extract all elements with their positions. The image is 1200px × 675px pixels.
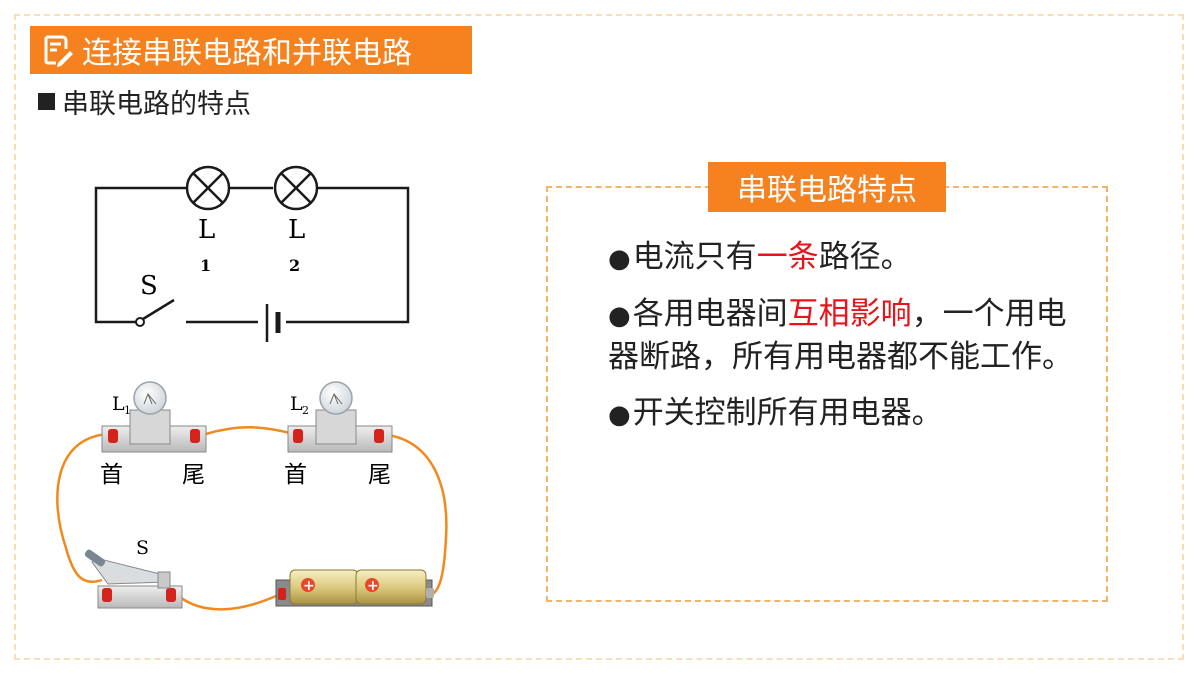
real-lamp1-sub: 1 bbox=[124, 404, 131, 417]
battery-plus-1: + bbox=[303, 578, 315, 594]
features-label: 串联电路特点 bbox=[708, 162, 946, 212]
title-bar: 连接串联电路和并联电路 bbox=[30, 26, 472, 74]
square-bullet-icon bbox=[38, 93, 55, 110]
schem-lamp2-label: L bbox=[288, 215, 305, 245]
note-edit-icon bbox=[38, 31, 76, 69]
bullet-dot: ● bbox=[608, 400, 631, 431]
real-lamp2-sub: 2 bbox=[302, 404, 309, 417]
lamp2-head-label: 首 bbox=[284, 462, 307, 488]
bullet-dot: ● bbox=[608, 300, 631, 331]
physical-circuit-illustration: L 1 L 2 首 尾 首 尾 S + + bbox=[56, 381, 448, 611]
wire-lamp1-lamp2 bbox=[205, 426, 295, 436]
schem-lamp2-sub: 2 bbox=[289, 256, 300, 275]
section-subtitle-text: 串联电路的特点 bbox=[62, 89, 251, 120]
lamp2-tail-label: 尾 bbox=[368, 462, 391, 488]
switch-pivot bbox=[135, 317, 145, 327]
feature-point-2: ●各用电器间互相影响，一个用电器断路，所有用电器都不能工作。 bbox=[608, 295, 1073, 375]
features-list: ●电流只有一条路径。 ●各用电器间互相影响，一个用电器断路，所有用电器都不能工作… bbox=[608, 236, 1078, 449]
highlight-mutual-effect: 互相影响 bbox=[787, 295, 912, 332]
slide-frame bbox=[14, 14, 1184, 660]
feature-point-1: ●电流只有一条路径。 bbox=[608, 239, 912, 275]
switch-knife-blade bbox=[91, 557, 169, 585]
battery-cell-1 bbox=[289, 569, 359, 605]
battery-plus-2: + bbox=[367, 578, 379, 594]
lamp1-tail-label: 尾 bbox=[182, 462, 205, 488]
series-circuit-schematic: L 1 L 2 S bbox=[94, 165, 410, 342]
real-lamp2-label: L bbox=[290, 393, 303, 415]
schem-switch-label: S bbox=[140, 271, 158, 301]
real-switch-label: S bbox=[136, 537, 149, 559]
highlight-one-path: 一条 bbox=[756, 239, 819, 275]
wire-left-loop bbox=[56, 432, 109, 583]
wire-right-loop bbox=[379, 432, 448, 598]
feature-point-3: ●开关控制所有用电器。 bbox=[608, 395, 943, 432]
wire-switch-battery bbox=[175, 593, 277, 611]
schem-lamp1-label: L bbox=[198, 215, 215, 245]
page-title: 连接串联电路和并联电路 bbox=[82, 36, 412, 71]
switch-base bbox=[97, 585, 183, 609]
section-subtitle: 串联电路的特点 bbox=[38, 82, 251, 121]
schem-lamp1-sub: 1 bbox=[200, 256, 211, 275]
real-lamp1-label: L bbox=[112, 393, 125, 415]
lamp1-head-label: 首 bbox=[100, 462, 123, 488]
bullet-dot: ● bbox=[608, 244, 631, 274]
